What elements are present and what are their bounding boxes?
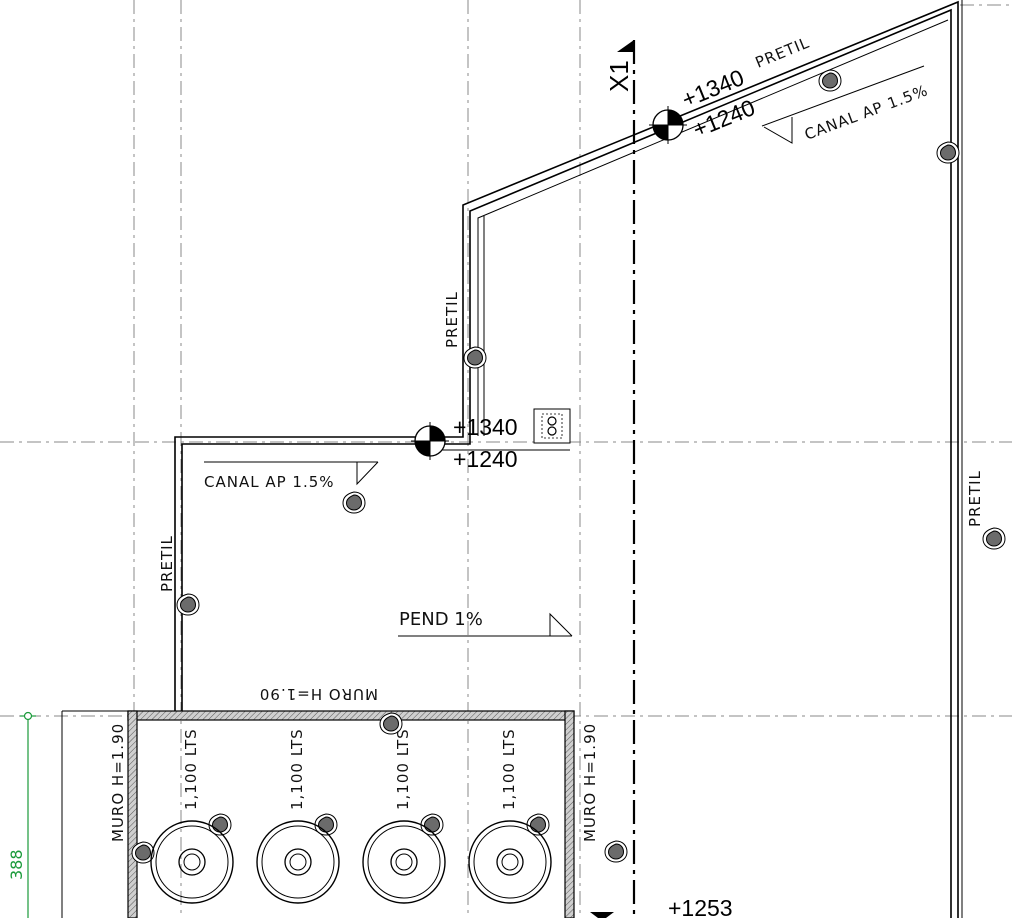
tank-3 xyxy=(362,820,446,904)
slope-indicator: PEND 1% xyxy=(398,609,573,637)
canal-left: CANAL AP 1.5% xyxy=(204,461,379,491)
canal-label-top: CANAL AP 1.5% xyxy=(802,81,931,144)
tank-2 xyxy=(256,820,340,904)
dimension-value: 388 xyxy=(7,849,26,880)
tank-label-1: 1,100 LTS xyxy=(182,728,200,810)
level-lower: +1253 xyxy=(668,895,733,918)
tank-label-2: 1,100 LTS xyxy=(288,728,306,810)
level-mid-bottom: +1240 xyxy=(453,446,518,472)
pretil-label-right: PRETIL xyxy=(966,470,984,527)
pretil-label-mid: PRETIL xyxy=(443,291,461,348)
tank-1 xyxy=(150,820,234,904)
tank-4 xyxy=(468,820,552,904)
dimension-line: 388 xyxy=(7,711,36,918)
section-line-x1 xyxy=(590,40,636,918)
canal-label-left: CANAL AP 1.5% xyxy=(204,473,335,491)
drain-box-symbol xyxy=(533,408,571,444)
muro-label-right: MURO H=1.90 xyxy=(581,723,599,842)
level-mark-mid xyxy=(410,421,450,461)
pend-label: PEND 1% xyxy=(399,609,483,630)
level-mark-upper xyxy=(648,105,688,145)
tank-label-3: 1,100 LTS xyxy=(394,728,412,810)
muro-label-top: MURO H=1.90 xyxy=(259,685,378,703)
muro-label-left: MURO H=1.90 xyxy=(109,723,127,842)
tank-label-4: 1,100 LTS xyxy=(500,728,518,810)
pretil-label-left: PRETIL xyxy=(158,535,176,592)
level-mid-top: +1340 xyxy=(453,414,518,440)
section-label: X1 xyxy=(604,60,634,92)
water-tanks xyxy=(150,820,552,904)
tank-enclosure xyxy=(61,710,575,918)
